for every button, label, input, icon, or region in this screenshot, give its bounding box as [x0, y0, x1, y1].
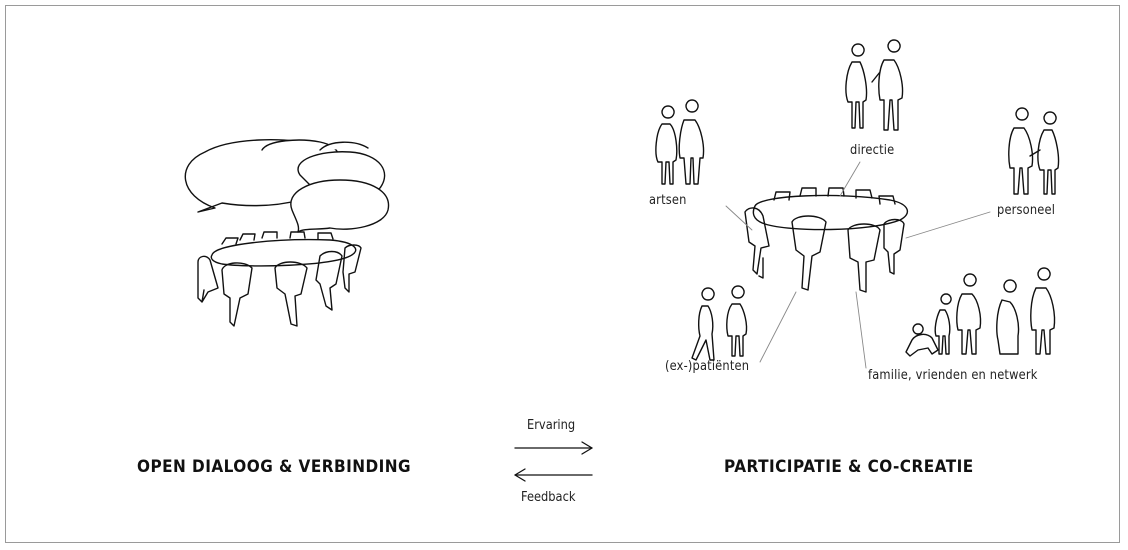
figure-frame: [5, 5, 1120, 543]
label-artsen: artsen: [649, 193, 687, 208]
patienten-people-icon: [691, 285, 748, 361]
familie-people-icon: [905, 267, 1056, 357]
label-feedback: Feedback: [521, 490, 576, 505]
left-meeting-table-icon: [197, 231, 362, 327]
ervaring-arrow-icon: [514, 441, 593, 455]
directie-people-icon: [845, 39, 904, 131]
label-ervaring: Ervaring: [527, 418, 576, 433]
title-right: PARTICIPATIE & CO-CREATIE: [724, 457, 974, 477]
title-left: OPEN DIALOOG & VERBINDING: [137, 457, 412, 477]
artsen-people-icon: [655, 99, 705, 185]
personeel-people-icon: [1008, 107, 1060, 195]
leader-lines: [725, 161, 991, 369]
label-familie: familie, vrienden en netwerk: [868, 368, 1038, 383]
right-meeting-table-icon: [744, 187, 909, 293]
label-personeel: personeel: [997, 203, 1056, 218]
label-directie: directie: [850, 143, 895, 158]
speech-bubbles-icon: [184, 139, 390, 233]
label-patienten: (ex-)patiënten: [665, 359, 750, 374]
feedback-arrow-icon: [514, 468, 593, 482]
